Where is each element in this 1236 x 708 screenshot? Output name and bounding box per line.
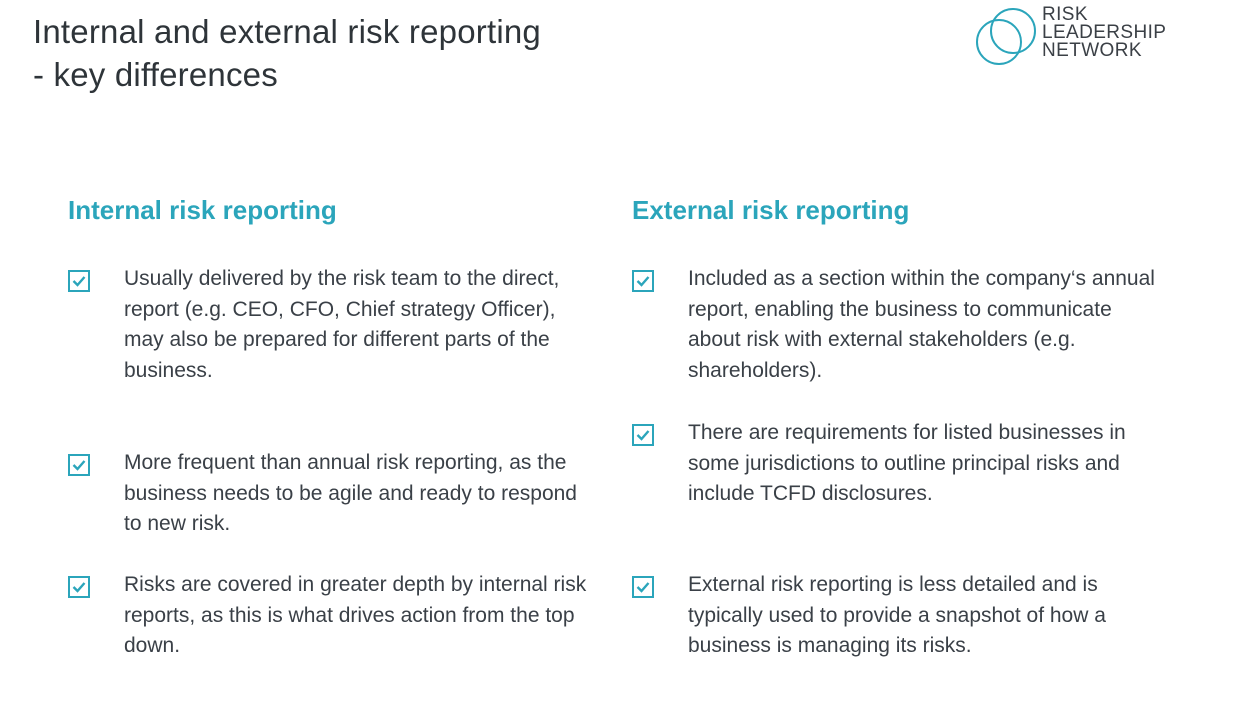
- logo-word-risk: RISK: [1042, 4, 1088, 25]
- list-item-text: More frequent than annual risk reporting…: [124, 451, 577, 535]
- list-item-text: Risks are covered in greater depth by in…: [124, 573, 587, 657]
- list-item-text: External risk reporting is less detailed…: [688, 573, 1106, 657]
- page-title: Internal and external risk reporting - k…: [33, 10, 793, 96]
- checked-box-icon: [68, 576, 90, 598]
- page-title-line-1: Internal and external risk reporting: [33, 13, 541, 50]
- external-risk-section: External risk reporting Included as a se…: [632, 192, 1155, 657]
- interlocking-circles-logo-icon: [976, 8, 1036, 65]
- checked-box-icon: [632, 576, 654, 598]
- internal-risk-section: Internal risk reporting Usually delivere…: [68, 192, 588, 657]
- logo-wordmark: RISK LEADERSHIP NETWORK: [1042, 4, 1167, 61]
- checked-box-icon: [632, 270, 654, 292]
- logo-word-leadership: LEADERSHIP: [1042, 22, 1167, 43]
- risk-leadership-network-logo: RISK LEADERSHIP NETWORK: [972, 4, 1212, 70]
- internal-risk-heading: Internal risk reporting: [68, 195, 337, 225]
- list-item-text: There are requirements for listed busine…: [688, 421, 1126, 505]
- checked-box-icon: [68, 270, 90, 292]
- list-item-text: Usually delivered by the risk team to th…: [124, 267, 560, 382]
- external-risk-heading: External risk reporting: [632, 195, 910, 225]
- checked-box-icon: [68, 454, 90, 476]
- page-title-line-2: - key differences: [33, 56, 278, 93]
- logo-word-network: NETWORK: [1042, 40, 1142, 61]
- checked-box-icon: [632, 424, 654, 446]
- list-item-text: Included as a section within the company…: [688, 267, 1155, 382]
